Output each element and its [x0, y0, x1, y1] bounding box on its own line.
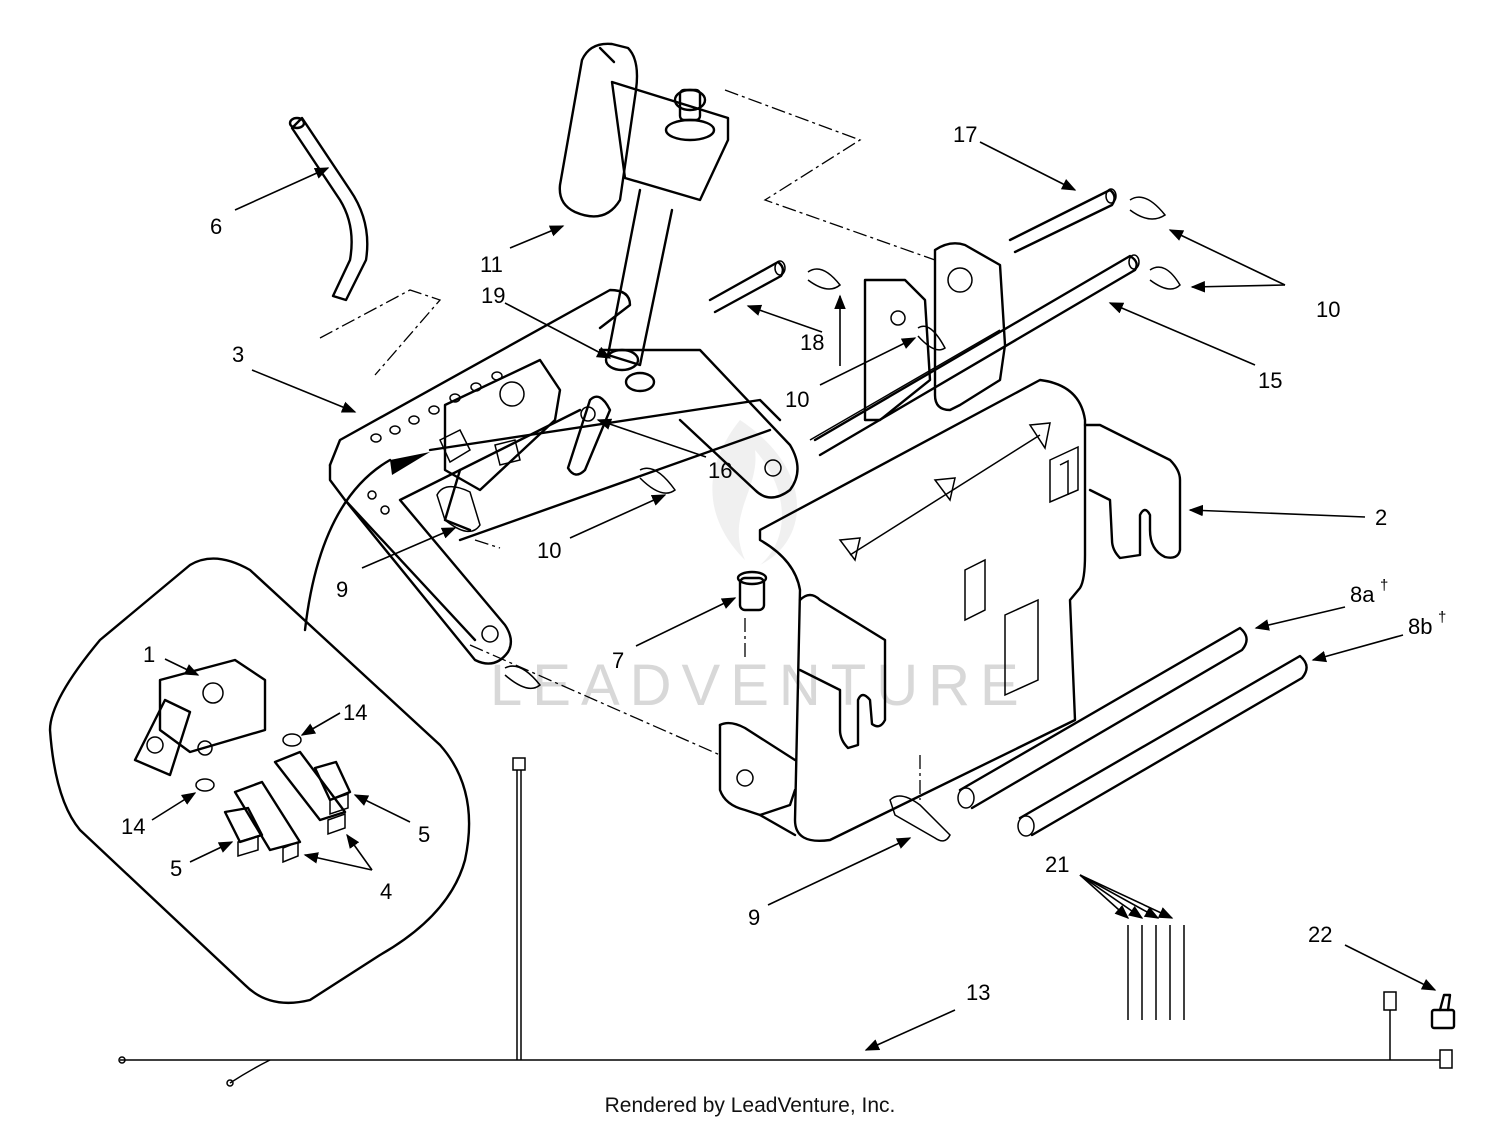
watermark: LEADVENTURE	[490, 653, 1029, 718]
callout-21: 21	[1045, 852, 1069, 877]
callout-10a: 10	[1316, 297, 1340, 322]
tube-8b	[1017, 654, 1308, 837]
lift-frame-part	[328, 288, 799, 665]
callout-5b: 5	[170, 856, 182, 881]
callout-4: 4	[380, 879, 392, 904]
callout-22: 22	[1308, 922, 1332, 947]
plug-7	[736, 570, 768, 612]
callout-13: 13	[966, 980, 990, 1005]
callout-7: 7	[612, 648, 624, 673]
long-pin-15	[813, 254, 1140, 457]
callout-8b-mark: †	[1438, 609, 1446, 626]
callout-8a: 8a	[1350, 582, 1375, 607]
bracket-1	[133, 658, 267, 777]
callout-19: 19	[481, 283, 505, 308]
callout-16: 16	[708, 458, 732, 483]
hair-pin-clip-set	[504, 196, 1181, 690]
callout-8b: 8b	[1408, 614, 1432, 639]
callout-8a-mark: †	[1380, 577, 1388, 594]
watermark-logo	[712, 420, 798, 565]
callout-15: 15	[1258, 368, 1282, 393]
actuator-part	[558, 42, 730, 393]
footer-credit: Rendered by LeadVenture, Inc.	[604, 1094, 896, 1117]
leader-lines	[151, 141, 1437, 1051]
cable-ties-21	[1127, 925, 1185, 1020]
callout-17: 17	[953, 122, 977, 147]
detail-inset	[48, 452, 471, 1004]
switch-22	[1430, 993, 1456, 1030]
pin-17	[1008, 188, 1117, 254]
callout-14b: 14	[121, 814, 145, 839]
pin-18	[708, 260, 786, 314]
tube-8a	[957, 626, 1248, 810]
bent-pin-part	[288, 116, 369, 302]
callout-2: 2	[1375, 505, 1387, 530]
callout-9b: 9	[748, 905, 760, 930]
washers-14	[195, 733, 302, 792]
callout-6: 6	[210, 214, 222, 239]
callout-labels: 1 2 3 4 5 5 6 7 8a † 8b † 9 9 10 10 10 1…	[121, 122, 1446, 1005]
assembly-lines	[319, 89, 936, 800]
callout-5a: 5	[418, 822, 430, 847]
wire-harness-13	[118, 757, 1453, 1087]
callout-9a: 9	[336, 577, 348, 602]
callout-18: 18	[800, 330, 824, 355]
bolts-4-5	[223, 750, 352, 864]
adjust-holes	[370, 371, 503, 443]
callout-3: 3	[232, 342, 244, 367]
hair-pin-9	[436, 486, 951, 842]
mount-bracket-part	[718, 242, 1182, 842]
callout-11: 11	[480, 252, 503, 277]
callout-10c: 10	[537, 538, 561, 563]
callout-10b: 10	[785, 387, 809, 412]
callout-1: 1	[143, 642, 155, 667]
callout-14a: 14	[343, 700, 367, 725]
